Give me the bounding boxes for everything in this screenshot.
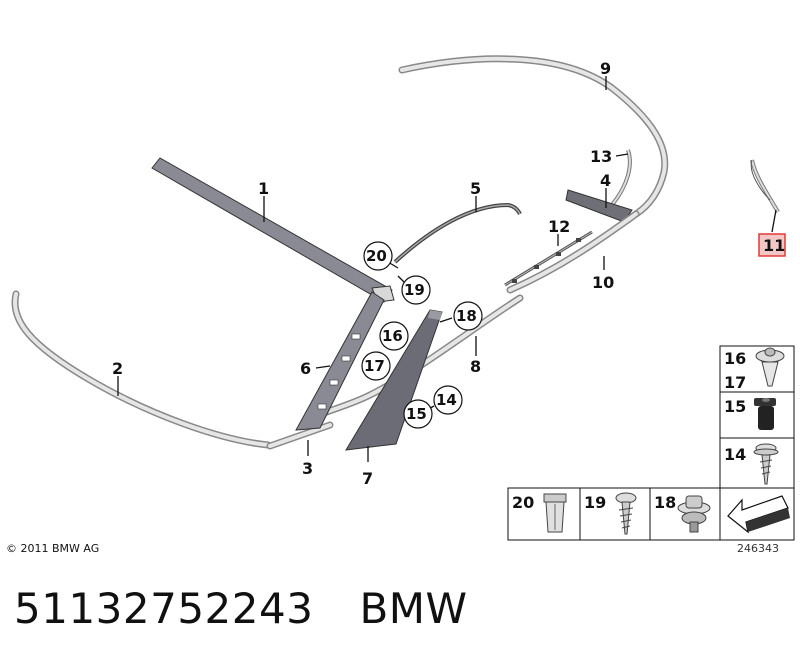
legend-bottom-row: 20 19 18	[507, 487, 795, 541]
label-part-8: 8	[470, 357, 481, 376]
part-7-b-pillar-cover	[345, 309, 443, 451]
svg-text:18: 18	[456, 307, 477, 325]
part-11-end-cap	[750, 159, 780, 214]
clip-with-seal-icon	[677, 495, 711, 533]
part-12-clip-rail	[504, 230, 593, 287]
legend-label-14: 14	[724, 445, 746, 464]
part-4-cover	[565, 189, 633, 223]
circled-label-17: 17	[361, 351, 391, 381]
label-part-12: 12	[548, 217, 570, 236]
part-5-seal-channel	[393, 202, 522, 264]
legend-label-17: 17	[724, 373, 746, 392]
label-part-11: 11	[763, 236, 785, 255]
circled-label-20: 20	[363, 241, 393, 271]
svg-text:15: 15	[406, 405, 427, 423]
legend-label-15: 15	[724, 397, 746, 416]
push-clip-icon	[755, 347, 785, 387]
part-1-windshield-trim	[151, 157, 395, 303]
svg-text:20: 20	[366, 247, 387, 265]
part-6-a-pillar-trim	[295, 291, 385, 431]
circled-labels: 20 19 16 17 18 14 15	[361, 241, 483, 429]
label-part-7: 7	[362, 469, 373, 488]
part-11-highlight-box	[758, 233, 786, 257]
part-number-line: 51132752243 BMW	[14, 584, 514, 633]
svg-text:16: 16	[382, 327, 403, 345]
label-part-4: 4	[600, 171, 611, 190]
circled-label-19: 19	[401, 275, 431, 305]
brand-name: BMW	[359, 584, 468, 633]
copyright-notice: © 2011 BMW AG	[6, 542, 100, 555]
part-13-trim-strip	[610, 149, 632, 207]
label-part-5: 5	[470, 179, 481, 198]
part-labels: 1 2 3 4 5 6 7 8 9 10 12 13 11	[112, 59, 786, 488]
legend-right-column: 16 17 15 14	[719, 345, 795, 489]
label-part-9: 9	[600, 59, 611, 78]
part-10-trim-strip	[506, 210, 640, 294]
svg-text:14: 14	[436, 391, 457, 409]
orientation-arrow-icon	[727, 495, 790, 534]
part-2-trim-strip	[11, 290, 272, 449]
label-part-10: 10	[592, 273, 614, 292]
part-9-roof-frame-trim	[398, 55, 669, 218]
svg-text:19: 19	[404, 281, 425, 299]
circled-label-18: 18	[453, 301, 483, 331]
leader-lines	[117, 76, 777, 462]
screw-with-washer-icon	[753, 443, 779, 485]
label-part-6: 6	[300, 359, 311, 378]
svg-text:17: 17	[364, 357, 385, 375]
label-part-13: 13	[590, 147, 612, 166]
label-part-2: 2	[112, 359, 123, 378]
legend-label-20: 20	[512, 493, 534, 512]
drawing-number: 246343	[737, 542, 779, 555]
expansion-nut-icon	[754, 398, 776, 430]
legend-label-19: 19	[584, 493, 606, 512]
legend-label-16: 16	[724, 349, 746, 368]
circled-label-16: 16	[379, 321, 409, 351]
circled-label-15: 15	[403, 399, 433, 429]
label-part-1: 1	[258, 179, 269, 198]
expanding-rivet-icon	[543, 493, 567, 533]
label-part-3: 3	[302, 459, 313, 478]
circled-label-14: 14	[433, 385, 463, 415]
self-tapping-screw-icon	[615, 492, 637, 535]
legend-label-18: 18	[654, 493, 676, 512]
part-number: 51132752243	[14, 584, 314, 633]
